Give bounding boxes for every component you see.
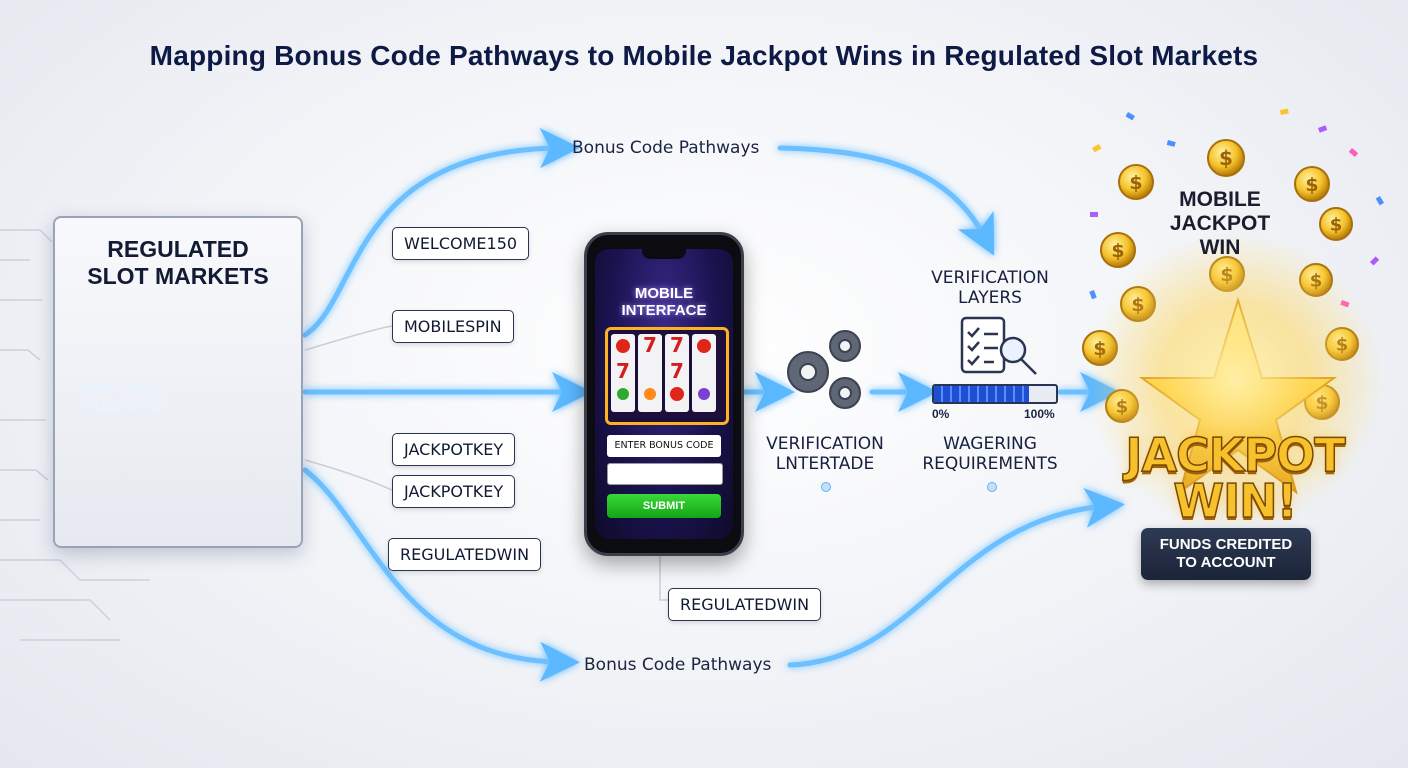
code-chip-jackpotkey-1: JACKPOTKEY bbox=[392, 433, 516, 466]
confetti bbox=[1089, 108, 1384, 308]
jackpot-glow bbox=[1085, 230, 1385, 530]
regulated-markets-card: REGULATED SLOT MARKETS bbox=[53, 216, 303, 548]
jackpot-line1: JACKPOT bbox=[1125, 428, 1347, 482]
gold-coin-icon bbox=[1319, 207, 1353, 241]
checklist-magnifier-icon bbox=[960, 316, 1037, 375]
wagering-line2: REQUIREMENTS bbox=[922, 454, 1058, 474]
coin-symbol: $ bbox=[1129, 172, 1142, 194]
gears-icon bbox=[787, 330, 861, 409]
markets-title: REGULATED SLOT MARKETS bbox=[55, 236, 301, 290]
coin-symbol: $ bbox=[1305, 174, 1318, 196]
status-dot bbox=[821, 482, 831, 492]
verification-layers-label: VERIFICATION LAYERS bbox=[920, 268, 1060, 308]
funds-line2: TO ACCOUNT bbox=[1176, 554, 1276, 571]
reel-seven-4: 7 bbox=[670, 359, 684, 383]
mobile-title-line1: MOBILE bbox=[634, 285, 694, 302]
progress-min-label: 0% bbox=[932, 407, 950, 421]
shield-label: COMPLIANCE & LICENSING bbox=[64, 382, 182, 414]
mobile-jackpot-line2: JACKPOT bbox=[1169, 212, 1271, 235]
funds-credited-badge: FUNDS CREDITED TO ACCOUNT bbox=[1141, 528, 1311, 580]
mobile-title-line2: INTERFACE bbox=[621, 302, 707, 319]
markets-title-line1: REGULATED bbox=[107, 236, 249, 262]
shield-label-line2: & LICENSING bbox=[81, 398, 165, 413]
circuit-lines bbox=[0, 229, 150, 641]
page-title: Mapping Bonus Code Pathways to Mobile Ja… bbox=[149, 40, 1259, 71]
arrow-bottom-pathway bbox=[302, 467, 580, 682]
verification-interface-line1: VERIFICATION bbox=[766, 434, 884, 454]
reel-seven-2: 7 bbox=[670, 333, 684, 357]
markets-title-line2: SLOT MARKETS bbox=[87, 263, 269, 289]
status-dot-2 bbox=[987, 482, 997, 492]
jackpot-win-banner: JACKPOT WIN! bbox=[1100, 428, 1370, 528]
mobile-jackpot-line3: WIN bbox=[1199, 236, 1241, 259]
verification-layers-line2: LAYERS bbox=[958, 288, 1022, 308]
phone-screen: MOBILE INTERFACE 7 7 7 7 bbox=[595, 249, 733, 539]
code-chip-welcome150: WELCOME150 bbox=[392, 227, 530, 260]
jackpot-line2: WIN! bbox=[1173, 474, 1299, 528]
reel-seven-1: 7 bbox=[643, 333, 657, 357]
wagering-progress-bar bbox=[932, 384, 1058, 404]
reel-grid: 7 7 7 7 bbox=[611, 333, 716, 412]
funds-line1: FUNDS CREDITED bbox=[1159, 536, 1293, 553]
progress-max-label: 100% bbox=[1024, 407, 1055, 421]
arrow-bottom-to-jackpot bbox=[787, 487, 1125, 668]
wagering-progress-fill bbox=[934, 386, 1030, 402]
code-chip-regulatedwin-1: REGULATEDWIN bbox=[388, 538, 542, 571]
arrow-top-to-verification bbox=[777, 145, 995, 256]
mobile-jackpot-line1: MOBILE bbox=[1179, 188, 1261, 211]
connector-lines bbox=[304, 325, 668, 601]
pathway-label-top: Bonus Code Pathways bbox=[572, 138, 760, 158]
slot-reels: 7 7 7 7 bbox=[605, 327, 729, 425]
coin-symbol: $ bbox=[1330, 214, 1343, 235]
mobile-interface-title: MOBILE INTERFACE bbox=[595, 285, 733, 319]
verification-layers-line1: VERIFICATION bbox=[931, 268, 1049, 288]
wagering-requirements-label: WAGERING REQUIREMENTS bbox=[915, 434, 1065, 474]
pathway-label-bottom: Bonus Code Pathways bbox=[584, 655, 772, 675]
code-chip-regulatedwin-2: REGULATEDWIN bbox=[668, 588, 822, 621]
bonus-code-input[interactable] bbox=[607, 463, 723, 485]
verification-interface-label: VERIFICATION LNTERTADE bbox=[755, 434, 895, 474]
verification-interface-line2: LNTERTADE bbox=[775, 454, 875, 474]
coin-symbol: $ bbox=[1219, 146, 1233, 170]
mobile-jackpot-win-title: MOBILE JACKPOT WIN bbox=[1150, 188, 1290, 260]
wagering-line1: WAGERING bbox=[943, 434, 1037, 454]
reel-seven-3: 7 bbox=[616, 359, 630, 383]
code-chip-jackpotkey-2: JACKPOTKEY bbox=[392, 475, 516, 508]
code-chip-mobilespin: MOBILESPIN bbox=[392, 310, 514, 343]
gold-coin-icon bbox=[1118, 164, 1154, 200]
gold-coin-icon bbox=[1100, 232, 1136, 268]
phone-mockup: MOBILE INTERFACE 7 7 7 7 bbox=[584, 232, 744, 556]
shield-label-line1: COMPLIANCE bbox=[79, 382, 167, 397]
coin-symbol: $ bbox=[1111, 240, 1124, 262]
gold-coin-icon bbox=[1294, 166, 1330, 202]
phone-notch bbox=[642, 249, 686, 259]
gold-coin-icon bbox=[1207, 139, 1245, 177]
arrow-top-pathway bbox=[302, 128, 580, 338]
enter-bonus-code-label: ENTER BONUS CODE bbox=[607, 435, 721, 457]
submit-button[interactable]: SUBMIT bbox=[607, 494, 721, 518]
